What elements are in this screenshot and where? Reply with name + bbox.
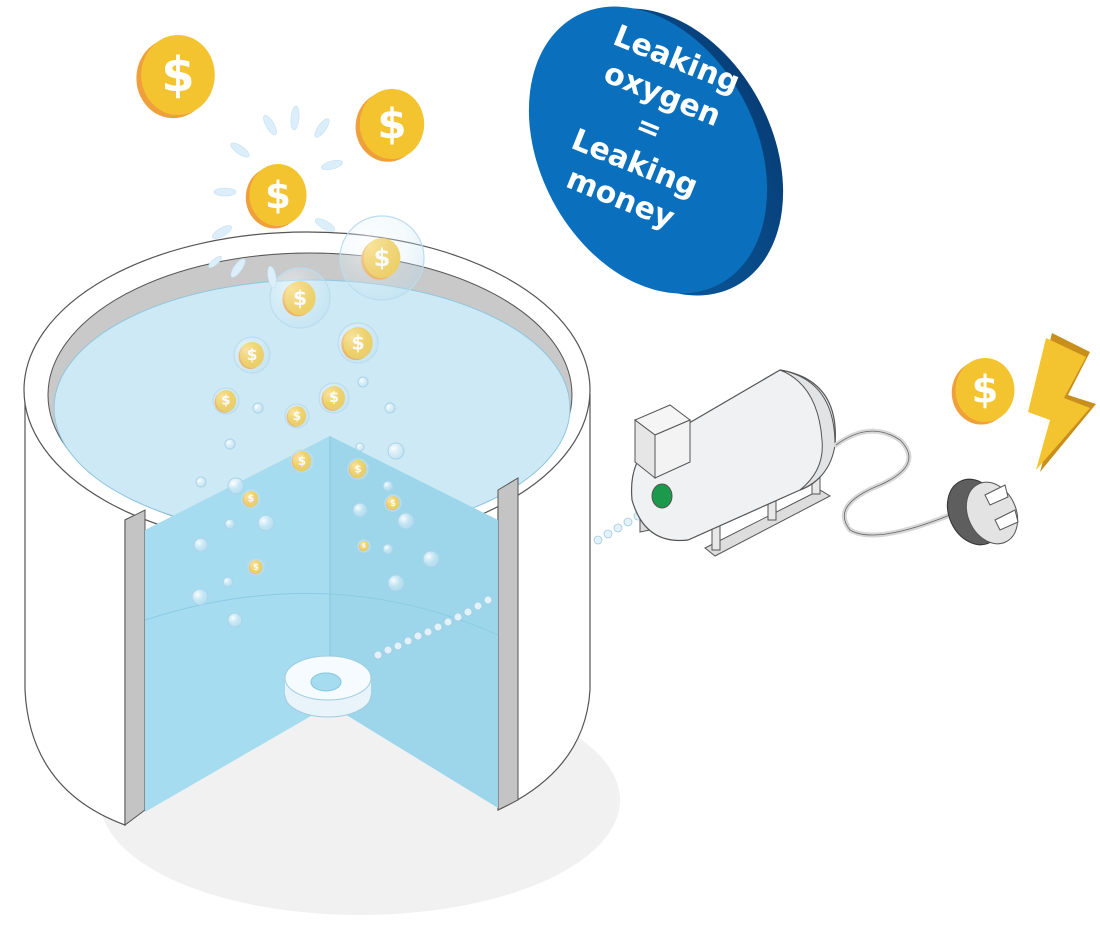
air-bubble <box>387 442 405 460</box>
sparkle-burst <box>208 105 343 289</box>
air-bubble <box>222 576 234 588</box>
air-bubble <box>355 442 365 452</box>
air-bubble <box>382 480 394 492</box>
message-sign: Leaking oxygen = Leaking money <box>528 6 784 296</box>
dollar-sign-icon: $ <box>265 173 291 217</box>
coin-in-bubble: $ <box>337 322 379 364</box>
coin-in-bubble: $ <box>241 489 261 509</box>
sign-face <box>528 6 768 294</box>
power-cable <box>833 428 953 538</box>
coin-in-bubble: $ <box>212 387 240 415</box>
air-bubble <box>195 476 207 488</box>
coin-bubbles: $$$$$$$$$$$$$ <box>212 215 425 576</box>
air-bubble <box>397 512 415 530</box>
air-bubble <box>227 477 245 495</box>
air-bubble <box>252 402 264 414</box>
coin-in-bubble: $ <box>339 215 425 301</box>
diffuser <box>284 655 372 718</box>
air-bubble <box>257 514 275 532</box>
pipe-bubbles <box>373 511 643 660</box>
coin-in-bubble: $ <box>290 449 314 473</box>
coin-icon: $ <box>355 89 425 162</box>
air-bubble <box>224 518 236 530</box>
air-bubble <box>191 588 209 606</box>
air-bubble <box>384 402 396 414</box>
coin-icon: $ <box>245 164 307 229</box>
dollar-sign-icon: $ <box>377 100 406 149</box>
coin-in-bubble: $ <box>269 267 331 329</box>
coin-in-bubble: $ <box>318 382 350 414</box>
coin-icon: $ <box>136 35 215 119</box>
coin-in-bubble: $ <box>384 494 402 512</box>
air-bubbles <box>191 376 440 628</box>
air-bubble <box>227 612 243 628</box>
air-bubble <box>422 550 440 568</box>
water-bottom-curve <box>144 592 499 636</box>
blower-button <box>651 483 673 509</box>
flying-coins: $$$$ <box>136 35 1015 425</box>
coin-in-bubble: $ <box>347 458 369 480</box>
coin-in-bubble: $ <box>357 539 371 553</box>
dollar-sign-icon: $ <box>161 47 194 103</box>
aeration-tank <box>23 231 643 826</box>
coin-in-bubble: $ <box>233 336 271 374</box>
dollar-sign-icon: $ <box>972 368 999 413</box>
air-bubble <box>352 502 368 518</box>
air-bubble <box>224 438 236 450</box>
water-section-right <box>330 436 498 808</box>
coin-in-bubble: $ <box>247 558 265 576</box>
lightning-icon <box>1028 333 1096 472</box>
air-bubble <box>387 574 405 592</box>
coin-icon: $ <box>951 358 1015 425</box>
air-bubble <box>382 543 394 555</box>
cutaway-face-left <box>124 509 146 826</box>
plug-icon <box>946 478 1019 546</box>
coin-in-bubble: $ <box>284 403 310 429</box>
air-bubble <box>193 537 209 553</box>
air-blower <box>630 369 836 557</box>
cutaway-face-right <box>497 477 519 811</box>
air-bubble <box>357 376 369 388</box>
